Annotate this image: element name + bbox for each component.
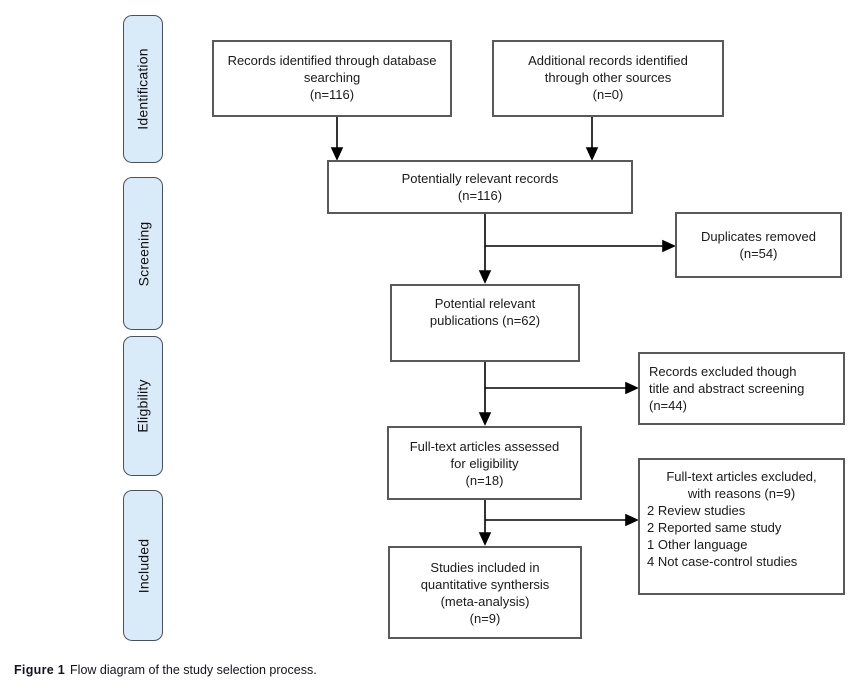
exclusion-reasons-list: 2 Review studies 2 Reported same study 1…: [640, 502, 843, 570]
exclusion-reason: 2 Reported same study: [647, 520, 782, 535]
box-potentially-relevant-line1: Potentially relevant records: [401, 171, 559, 186]
box-records-other-count: (n=0): [592, 87, 624, 102]
box-potentially-relevant-count: (n=116): [457, 188, 503, 203]
stage-screening: Screening: [123, 177, 163, 330]
arrowhead-duplicates: [662, 239, 676, 253]
box-records-database-line2: searching: [303, 70, 361, 85]
stage-included: Included: [123, 490, 163, 641]
box-records-excluded-count: (n=44): [649, 398, 687, 413]
box-studies-included-line1: Studies included in: [430, 559, 540, 575]
box-duplicates-removed: Duplicates removed (n=54): [675, 212, 842, 278]
box-records-database-count: (n=116): [309, 87, 355, 102]
box-potential-publications-line2: publications (n=62): [429, 313, 541, 328]
box-potential-publications: Potential relevant publications (n=62): [390, 284, 580, 362]
box-studies-included: Studies included in quantitative synther…: [388, 546, 582, 639]
arrowhead-db: [330, 147, 344, 161]
box-records-excluded-line2: title and abstract screening: [649, 381, 805, 396]
figure-caption: Figure 1 Flow diagram of the study select…: [14, 663, 317, 677]
box-studies-included-line2: quantitative synthersis: [420, 576, 550, 592]
box-fulltext-line2: for eligibility: [450, 455, 519, 471]
box-records-other-line2: through other sources: [544, 70, 672, 85]
box-records-database: Records identified through database sear…: [212, 40, 452, 117]
box-fulltext-count: (n=18): [465, 472, 504, 488]
exclusion-reason: 4 Not case-control studies: [647, 554, 798, 569]
box-potentially-relevant: Potentially relevant records (n=116): [327, 160, 633, 214]
stage-eligibility-label: Eligbility: [135, 379, 152, 433]
box-fulltext-line1: Full-text articles assessed: [409, 438, 560, 454]
figure-caption-text: Flow diagram of the study selection proc…: [70, 663, 317, 677]
box-records-other-sources: Additional records identified through ot…: [492, 40, 724, 117]
box-records-excluded-screening: Records excluded though title and abstra…: [638, 352, 845, 425]
box-fulltext-excluded-title2: with reasons (n=9): [687, 486, 796, 501]
box-fulltext-excluded: Full-text articles excluded, with reason…: [638, 458, 845, 595]
box-fulltext-assessed: Full-text articles assessed for eligibil…: [387, 426, 582, 500]
arrowhead-fulltext: [478, 412, 492, 426]
figure-caption-prefix: Figure 1: [14, 663, 66, 677]
stage-eligibility: Eligbility: [123, 336, 163, 476]
exclusion-reason: 1 Other language: [647, 537, 748, 552]
stage-included-label: Included: [135, 538, 151, 593]
arrowhead-publications: [478, 270, 492, 284]
box-records-database-line1: Records identified through database: [227, 53, 437, 68]
box-fulltext-excluded-title1: Full-text articles excluded,: [666, 469, 817, 484]
stage-identification-label: Identification: [135, 48, 152, 130]
box-potential-publications-line1: Potential relevant: [434, 296, 536, 311]
arrowhead-other: [585, 147, 599, 161]
stage-identification: Identification: [123, 15, 163, 163]
box-studies-included-count: (n=9): [469, 610, 501, 626]
exclusion-reason: 2 Review studies: [647, 503, 746, 518]
box-records-excluded-line1: Records excluded though: [649, 364, 797, 379]
box-studies-included-line3: (meta-analysis): [440, 593, 530, 609]
arrowhead-excluded-screening: [625, 381, 639, 395]
arrowhead-ft-excluded: [625, 513, 639, 527]
box-duplicates-line1: Duplicates removed: [701, 229, 816, 244]
arrowhead-included: [478, 532, 492, 546]
box-records-other-line1: Additional records identified: [528, 53, 688, 68]
stage-screening-label: Screening: [135, 221, 151, 286]
box-duplicates-count: (n=54): [739, 246, 778, 261]
